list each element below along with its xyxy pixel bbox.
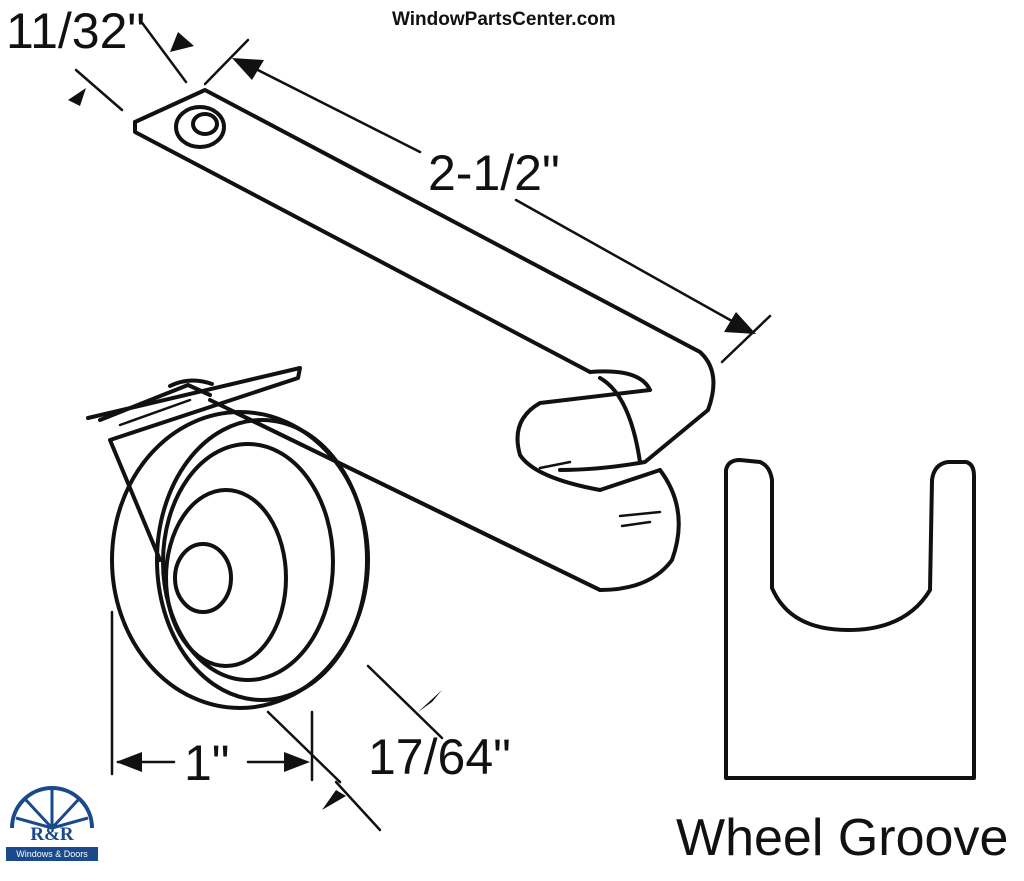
wheel [110, 410, 370, 710]
dim-hole-offset [68, 18, 194, 112]
wheel-groove-profile-icon [724, 458, 976, 780]
rr-logo-arch [10, 786, 94, 830]
label-hole-offset: 11/32" [6, 3, 146, 59]
rr-logo-icon: R&R Windows & Doors [6, 784, 98, 868]
mounting-arm [133, 88, 716, 592]
dim-arm-length [203, 38, 772, 364]
label-wheel-width: 17/64" [368, 729, 511, 785]
wheel-bracket [86, 366, 302, 562]
label-wheel-diameter: 1" [184, 735, 230, 791]
wheel-groove-label: Wheel Groove [676, 809, 1009, 867]
dim-wheel-width [266, 664, 444, 832]
site-name: WindowPartsCenter.com [392, 9, 616, 30]
label-arm-length: 2-1/2" [428, 145, 560, 201]
dim-wheel-diameter [110, 610, 314, 782]
logo-tagline: Windows & Doors [6, 847, 98, 861]
logo-name: R&R [30, 824, 74, 845]
